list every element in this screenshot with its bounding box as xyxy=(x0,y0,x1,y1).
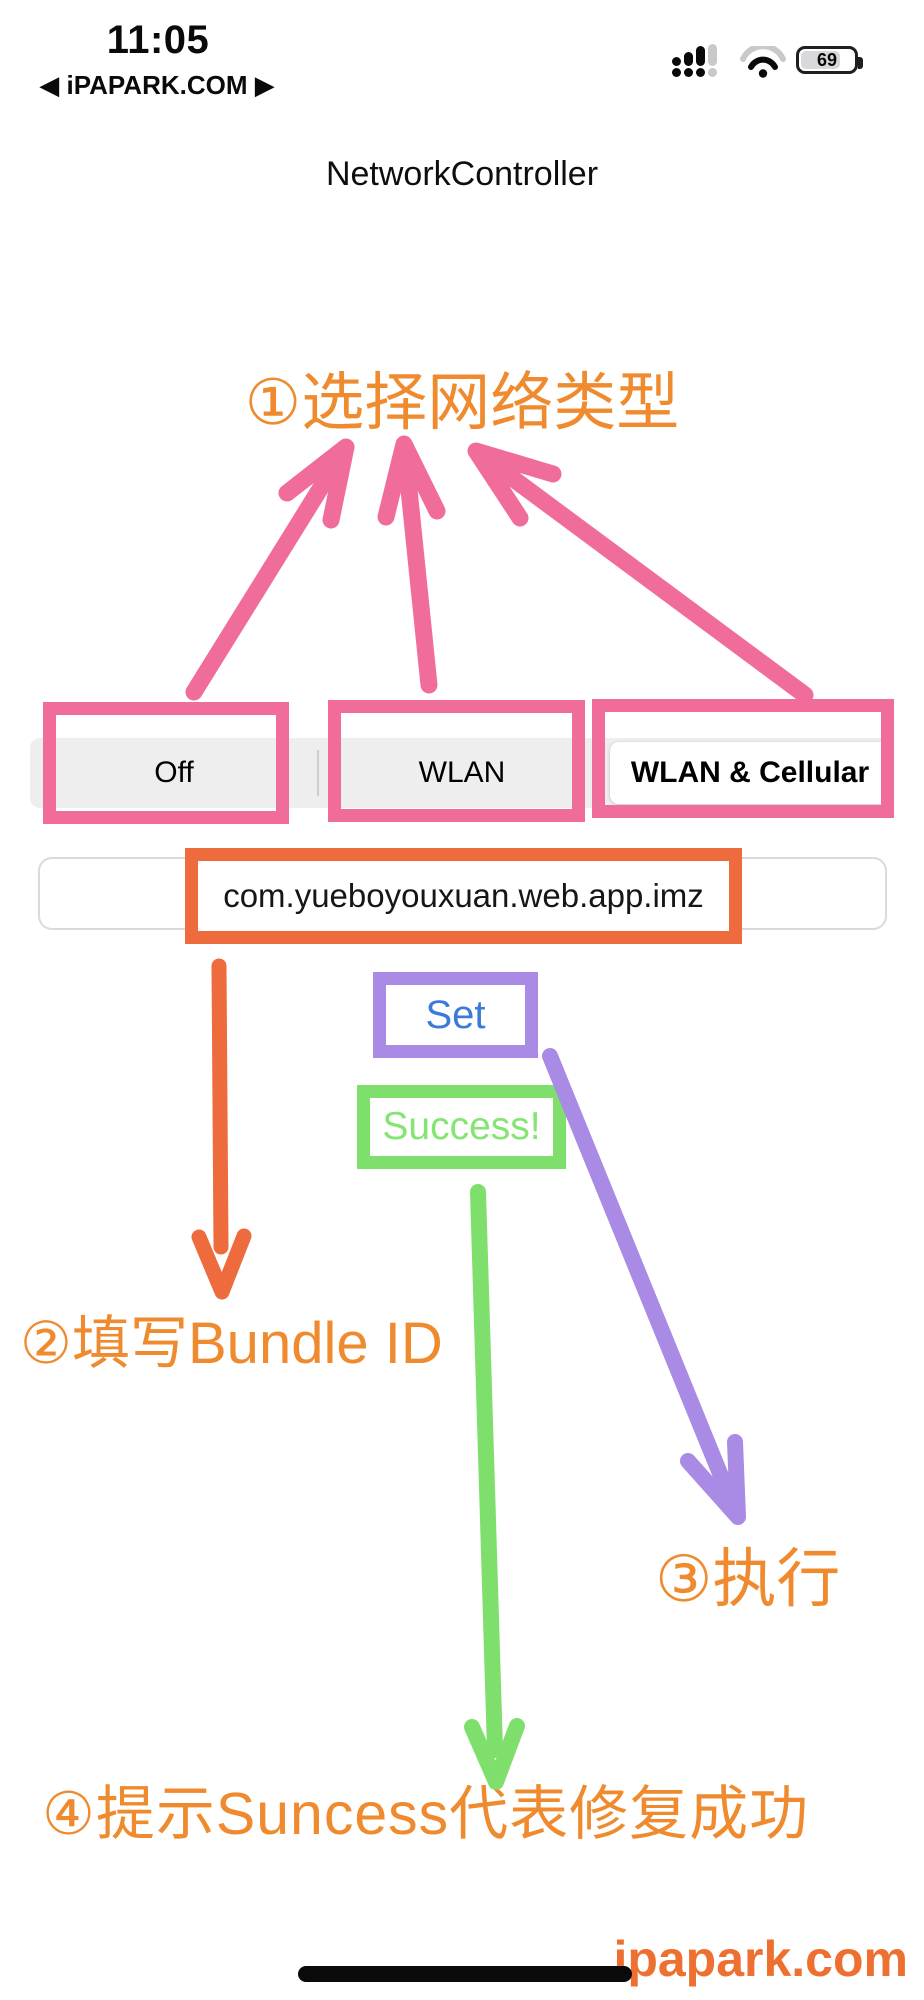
bundle-id-value: com.yueboyouxuan.web.app.imz xyxy=(223,877,704,914)
selected-segment-pill xyxy=(610,742,890,804)
signal-bar xyxy=(696,68,705,77)
purple-arrow-execute xyxy=(542,1048,746,1525)
page-title: NetworkController xyxy=(325,155,599,193)
annotation-box-wlan xyxy=(328,700,585,822)
carrier-label: ◀ iPAPARK.COM ▶ xyxy=(39,70,275,100)
cellular-signal-icon xyxy=(672,44,722,77)
watermark: ipapark.com xyxy=(613,1931,908,1987)
segment-off[interactable]: Off xyxy=(154,756,194,789)
annotation-step3: ③执行 xyxy=(655,1543,841,1615)
annotation-box-bundle-id: com.yueboyouxuan.web.app.imz xyxy=(185,848,742,944)
battery-percent: 69 xyxy=(816,50,838,70)
signal-bar xyxy=(672,68,681,77)
annotation-box-success: Success! xyxy=(357,1085,566,1169)
segment-wlan-cellular[interactable]: WLAN & Cellular xyxy=(630,756,870,789)
wifi-icon xyxy=(740,46,786,78)
signal-bar xyxy=(684,68,693,77)
segment-divider xyxy=(317,750,319,796)
network-type-segmented-control: Off WLAN WLAN & Cellular xyxy=(30,738,894,808)
annotation-box-wlan-cellular xyxy=(592,699,894,818)
pink-arrow-right xyxy=(467,442,814,704)
success-message: Success! xyxy=(382,1105,541,1148)
signal-bar xyxy=(708,44,717,66)
battery-icon: 69 xyxy=(796,46,863,74)
segment-wlan[interactable]: WLAN xyxy=(418,756,506,789)
signal-bar xyxy=(696,46,705,66)
set-button[interactable]: Set xyxy=(425,992,486,1037)
pink-arrow-left xyxy=(185,438,355,701)
battery-fill xyxy=(801,51,840,69)
annotation-box-off xyxy=(43,702,289,824)
annotation-box-set: Set xyxy=(373,972,538,1058)
annotation-step4: ④提示Suncess代表修复成功 xyxy=(42,1781,810,1847)
signal-bar xyxy=(708,68,717,77)
pink-arrow-middle xyxy=(377,435,446,694)
orange-arrow-bundle xyxy=(191,958,252,1300)
green-arrow-success xyxy=(464,1184,525,1790)
battery-nub xyxy=(858,56,863,69)
annotation-step2: ②填写Bundle ID xyxy=(20,1311,443,1376)
signal-bar xyxy=(684,52,693,66)
status-time: 11:05 xyxy=(106,18,210,62)
annotation-step1: ①选择网络类型 xyxy=(244,368,680,438)
signal-bar xyxy=(672,57,681,66)
home-indicator[interactable] xyxy=(298,1966,632,1982)
